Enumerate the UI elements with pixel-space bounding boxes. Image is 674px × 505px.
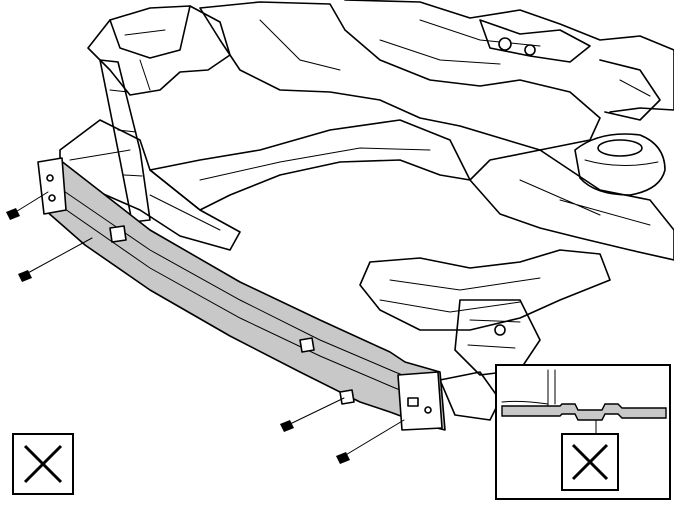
bumper-reinforcement-beam [37, 157, 446, 431]
bolt-upper-left [6, 191, 49, 220]
vehicle-front-structure [59, 0, 674, 421]
bolt-lower-right [336, 419, 405, 464]
x-box-icon [12, 433, 74, 495]
detail-inset [495, 364, 671, 500]
bolt-lower-left [18, 237, 93, 282]
bolt-center-right [280, 397, 345, 432]
x-box-icon [561, 433, 619, 491]
